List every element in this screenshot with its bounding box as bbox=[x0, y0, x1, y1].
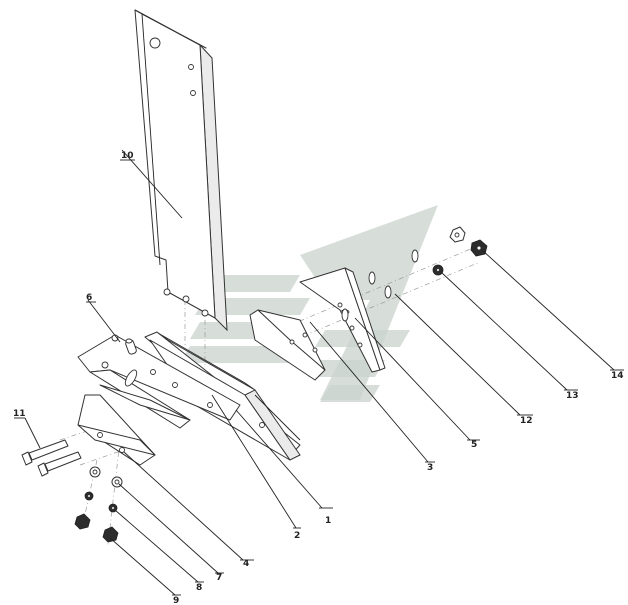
part-9-nut bbox=[74, 513, 119, 543]
callout-6: 6 bbox=[86, 293, 92, 303]
callout-3: 3 bbox=[427, 463, 433, 473]
callout-12: 12 bbox=[520, 416, 533, 426]
callout-labels: 1 2 3 4 5 6 7 8 9 10 11 12 13 14 bbox=[13, 151, 624, 605]
part-3-small-gusset bbox=[249, 309, 326, 381]
part-10-upright-plate bbox=[134, 9, 228, 332]
part-2-left-plate bbox=[77, 334, 241, 429]
callout-8: 8 bbox=[196, 583, 202, 593]
part-13-spring-washer bbox=[432, 264, 444, 276]
watermark-logo bbox=[180, 205, 438, 402]
part-14-nut-right bbox=[470, 239, 488, 257]
leader-lines bbox=[14, 149, 624, 596]
part-6-pin bbox=[125, 338, 137, 355]
callout-1: 1 bbox=[325, 516, 331, 526]
callout-10: 10 bbox=[121, 151, 134, 161]
callout-11: 11 bbox=[13, 409, 26, 419]
part-5-large-gusset bbox=[299, 267, 386, 373]
callout-13: 13 bbox=[566, 391, 579, 401]
callout-2: 2 bbox=[294, 531, 300, 541]
part-7-washer bbox=[89, 466, 123, 488]
part-12-washers-right bbox=[341, 249, 419, 322]
part-8-spring-washer bbox=[84, 491, 118, 513]
callout-9: 9 bbox=[173, 596, 179, 605]
part-4-lower-gusset bbox=[77, 394, 156, 466]
callout-4: 4 bbox=[243, 559, 249, 569]
callout-5: 5 bbox=[471, 440, 477, 450]
callout-14: 14 bbox=[611, 371, 624, 381]
part-11-bolt-upper bbox=[21, 439, 69, 466]
part-11-bolt-lower bbox=[37, 451, 82, 477]
part-14-nut-top bbox=[449, 226, 466, 243]
callout-7: 7 bbox=[216, 573, 222, 583]
